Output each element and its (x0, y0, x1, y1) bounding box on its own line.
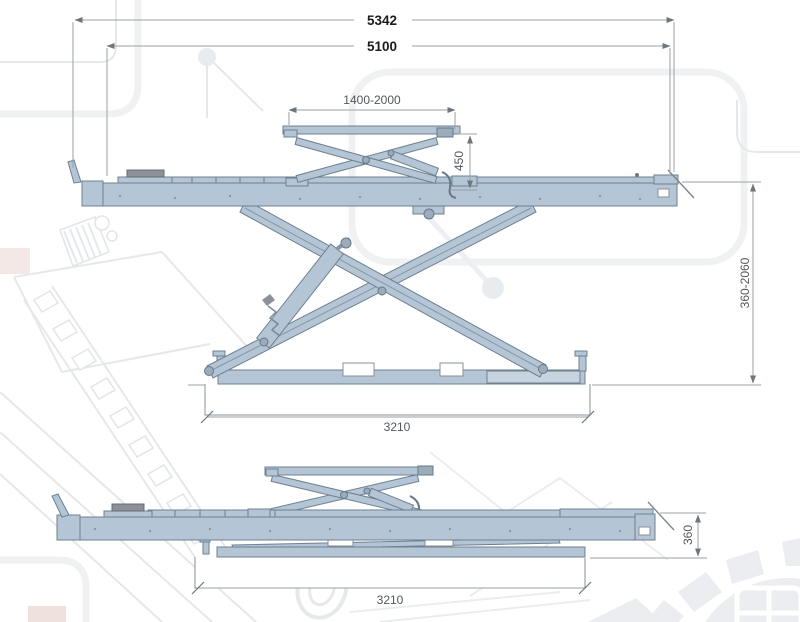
jack-cylinder (367, 487, 415, 514)
lowered-view: 360 3210 (51, 465, 707, 607)
overall-length-label: 5342 (367, 13, 397, 28)
rivet-dots (94, 528, 621, 532)
wheel-free-jack-raised (282, 125, 478, 199)
platform-end-mark (667, 169, 695, 199)
rubber-pad (111, 503, 145, 512)
dim-jack-span: 1400-2000 (288, 93, 456, 129)
jack-span-label: 1400-2000 (343, 93, 401, 107)
pit-outline (204, 384, 591, 416)
dim-min-height: 360 (590, 512, 707, 559)
jack-platform (282, 125, 461, 135)
watermark-sketch (0, 215, 669, 622)
drive-on-flap (67, 159, 82, 184)
pit-outline (194, 557, 586, 589)
wheel-free-jack-lowered (264, 465, 434, 527)
dim-runway-length: 5100 (106, 38, 671, 176)
base-length-label: 3210 (384, 420, 411, 434)
drive-on-flap (51, 493, 70, 518)
base-length-lowered-label: 3210 (377, 593, 404, 607)
scissor-mechanism-raised (204, 199, 548, 379)
watermark-gear-icon (588, 538, 800, 622)
dim-height-range: 360-2060 (592, 181, 761, 386)
jack-platform (264, 466, 434, 476)
height-range-label: 360-2060 (738, 257, 752, 308)
platform-end-mark (647, 501, 675, 531)
min-height-label: 360 (681, 525, 695, 545)
dim-overall-length: 5342 (72, 12, 675, 172)
dim-base-length-lowered: 3210 (191, 581, 592, 607)
rubber-pad (126, 169, 165, 178)
rivet-dots (119, 195, 641, 200)
runway-lowered (51, 493, 675, 541)
runway-length-label: 5100 (367, 39, 397, 54)
dim-jack-height: 450 (450, 133, 477, 191)
dim-base-length-raised: 3210 (200, 410, 595, 434)
jack-height-label: 450 (452, 151, 466, 171)
raised-view: 5342 5100 1400-2000 450 360-2060 (67, 12, 761, 434)
floor-recess-raised (188, 384, 591, 416)
floor-recess-lowered (194, 557, 586, 589)
base-frame-raised (212, 350, 588, 385)
